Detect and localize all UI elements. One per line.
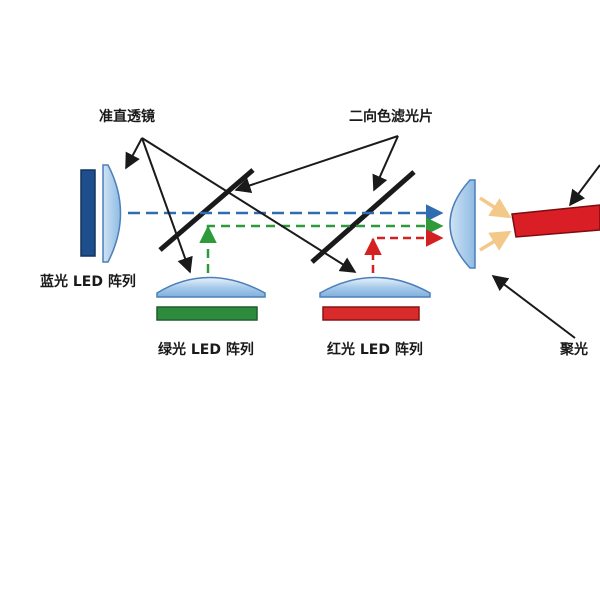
label-blue-led-array: 蓝光 LED 阵列 <box>40 273 136 290</box>
label-green-led-array: 绿光 LED 阵列 <box>158 341 254 358</box>
red-collimating-lens <box>319 276 431 298</box>
green-led-array <box>156 306 258 321</box>
red-led-array <box>322 306 420 321</box>
pointer-dichroic-to-filter2 <box>372 135 399 192</box>
label-condenser: 聚光 <box>559 341 588 358</box>
label-collimating-lens: 准直透镜 <box>99 108 155 125</box>
pointer-collimating-to-blue <box>125 137 143 170</box>
pointer-collimating-to-green <box>141 137 193 274</box>
label-red-led-array: 红光 LED 阵列 <box>327 341 423 358</box>
label-dichroic-filter: 二向色滤光片 <box>349 108 433 125</box>
blue-led-array <box>80 169 96 257</box>
dichroic-filter-1 <box>158 168 255 252</box>
cone-ray-lower <box>479 230 512 252</box>
dichroic-filter-2 <box>310 170 416 264</box>
red-beam <box>371 229 444 273</box>
pointer-to-light-pipe <box>569 164 600 207</box>
green-collimating-lens <box>156 276 266 298</box>
light-pipe <box>511 204 600 238</box>
blue-collimating-lens <box>102 164 122 263</box>
pointer-dichroic-to-filter1 <box>234 135 399 194</box>
condenser-lens <box>449 179 476 269</box>
pointer-collimating-to-red <box>141 137 357 273</box>
cone-ray-upper <box>479 196 512 219</box>
pointer-condenser-to-lens <box>491 275 576 339</box>
